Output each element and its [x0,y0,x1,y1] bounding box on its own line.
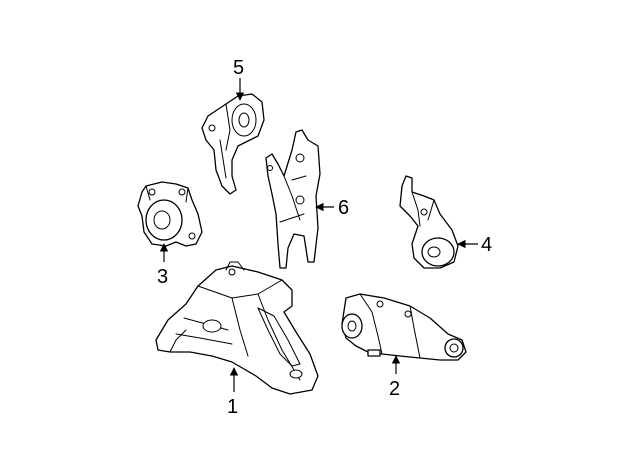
callout-6-label: 6 [338,197,349,219]
callout-2-label: 2 [389,378,400,400]
part-4-rear-mount [399,175,459,269]
callout-3-label: 3 [157,266,168,288]
part-6-bracket [265,129,321,269]
callout-1: 1 [227,367,239,418]
callout-4: 4 [457,234,492,256]
part-1-engine-mount [155,261,319,395]
callout-4-label: 4 [481,234,492,256]
callout-6: 6 [315,197,349,219]
part-3-front-mount [137,181,203,247]
callout-2: 2 [389,355,401,400]
callout-1-label: 1 [227,396,238,418]
callout-5: 5 [233,57,245,101]
part-5-upper-mount [201,93,265,195]
callout-5-label: 5 [233,57,244,79]
part-2-lower-bracket [341,293,467,361]
callout-3: 3 [157,243,169,288]
